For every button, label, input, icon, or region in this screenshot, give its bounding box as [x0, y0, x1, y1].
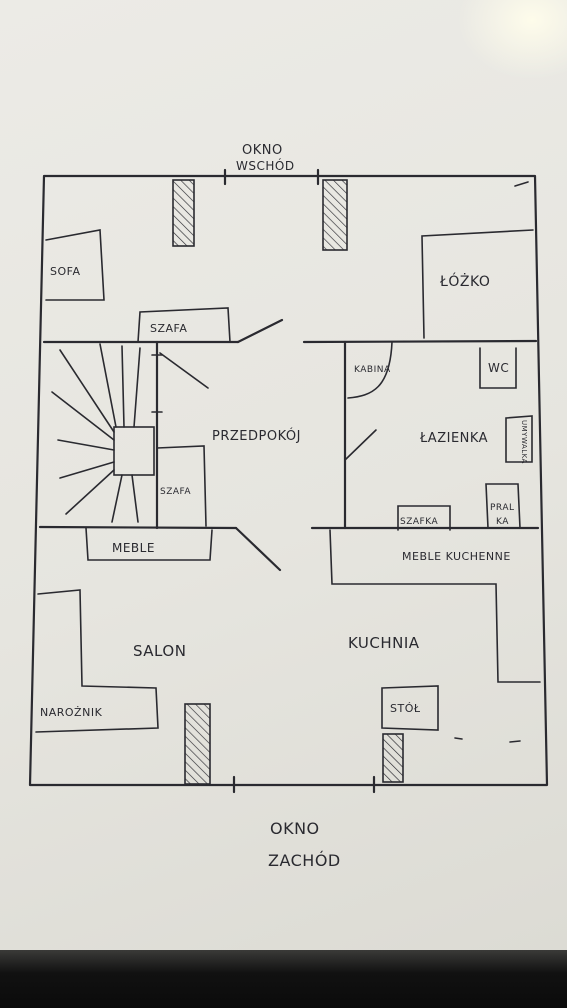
pillar-top-right — [322, 179, 348, 251]
meble-outline — [85, 527, 213, 561]
label-meble-kuchenne: MEBLE KUCHENNE — [402, 550, 511, 563]
sofa-outline — [45, 229, 105, 301]
internal-walls — [38, 318, 540, 572]
pillar-top-left — [172, 179, 195, 247]
sink-outline — [505, 415, 533, 463]
label-szafka: SZAFKA — [400, 517, 438, 527]
kitchen-units-outline — [329, 529, 541, 683]
label-meble: MEBLE — [112, 541, 155, 555]
shower-outline — [347, 341, 393, 399]
room-kuchnia-label: KUCHNIA — [348, 634, 420, 652]
dresser-outline — [397, 505, 451, 531]
label-stol: STÓŁ — [390, 702, 421, 715]
bed-outline — [421, 229, 534, 339]
room-przedpokoj-label: PRZEDPOKÓJ — [212, 428, 301, 444]
outer-walls — [28, 168, 549, 794]
pillar-bottom-right — [382, 733, 404, 783]
wardrobe-hall-outline — [156, 445, 207, 527]
table-outline — [381, 685, 439, 731]
wc-outline — [479, 347, 517, 389]
furniture-shapes — [35, 229, 541, 743]
window-east-label-2: WSCHÓD — [236, 158, 295, 173]
label-naroznik: NAROŻNIK — [40, 706, 103, 719]
label-lozko: ŁÓŻKO — [439, 272, 490, 290]
window-east-label-1: OKNO — [242, 143, 283, 158]
wardrobe-top-outline — [137, 307, 231, 343]
floor-plan: OKNO WSCHÓD OKNO ZACHÓD PRZEDPOKÓJ ŁAZIE… — [28, 143, 549, 870]
label-wc: WC — [488, 361, 509, 375]
label-pralka-1: PRAL — [490, 503, 515, 513]
label-szafa-hall: SZAFA — [160, 487, 191, 497]
label-sofa: SOFA — [50, 265, 80, 278]
window-west-label-1: OKNO — [270, 819, 320, 838]
paper-sheet: OKNO WSCHÓD OKNO ZACHÓD PRZEDPOKÓJ ŁAZIE… — [0, 0, 567, 950]
light-glare — [457, 0, 567, 80]
pillar-bottom-left — [184, 703, 211, 785]
window-west-label-2: ZACHÓD — [268, 851, 341, 870]
label-pralka-2: KA — [496, 517, 509, 527]
corner-sofa-outline — [35, 589, 159, 733]
dark-background — [0, 950, 567, 1008]
pillars — [172, 179, 404, 785]
label-szafa-top: SZAFA — [150, 322, 187, 335]
room-salon-label: SALON — [133, 642, 186, 660]
room-lazienka-label: ŁAZIENKA — [419, 431, 488, 446]
staircase — [51, 343, 155, 523]
washer-outline — [485, 483, 521, 529]
label-kabina: KABINA — [354, 365, 391, 375]
label-umywalka: UMYWALKA — [520, 420, 528, 464]
